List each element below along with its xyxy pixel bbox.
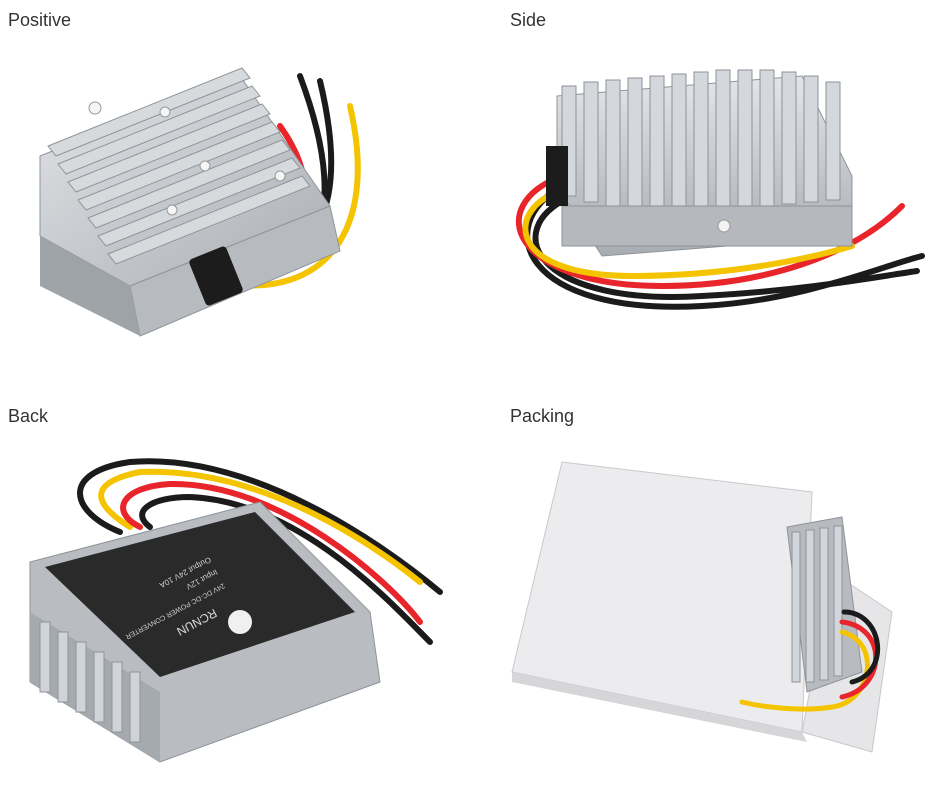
panel-positive: Positive [0,0,475,396]
panel-label-side: Side [510,10,547,30]
converter-front-photo [39,67,361,337]
converter-box-photo [511,461,893,753]
panel-label-positive: Positive [8,10,72,30]
panel-label-back: Back [8,406,49,426]
panel-label-packing: Packing [510,406,575,426]
certification-seal-icon [228,610,252,634]
converter-side-photo [516,69,925,310]
converter-back-photo: RCNUN 24V DC-DC POWER CONVERTER Input 12… [29,458,443,763]
panel-side: Side [502,0,950,396]
panel-back: Back RCNUN 24V DC-DC POWER CONVERTER Inp… [0,396,475,792]
panel-packing: Packing [502,396,950,792]
